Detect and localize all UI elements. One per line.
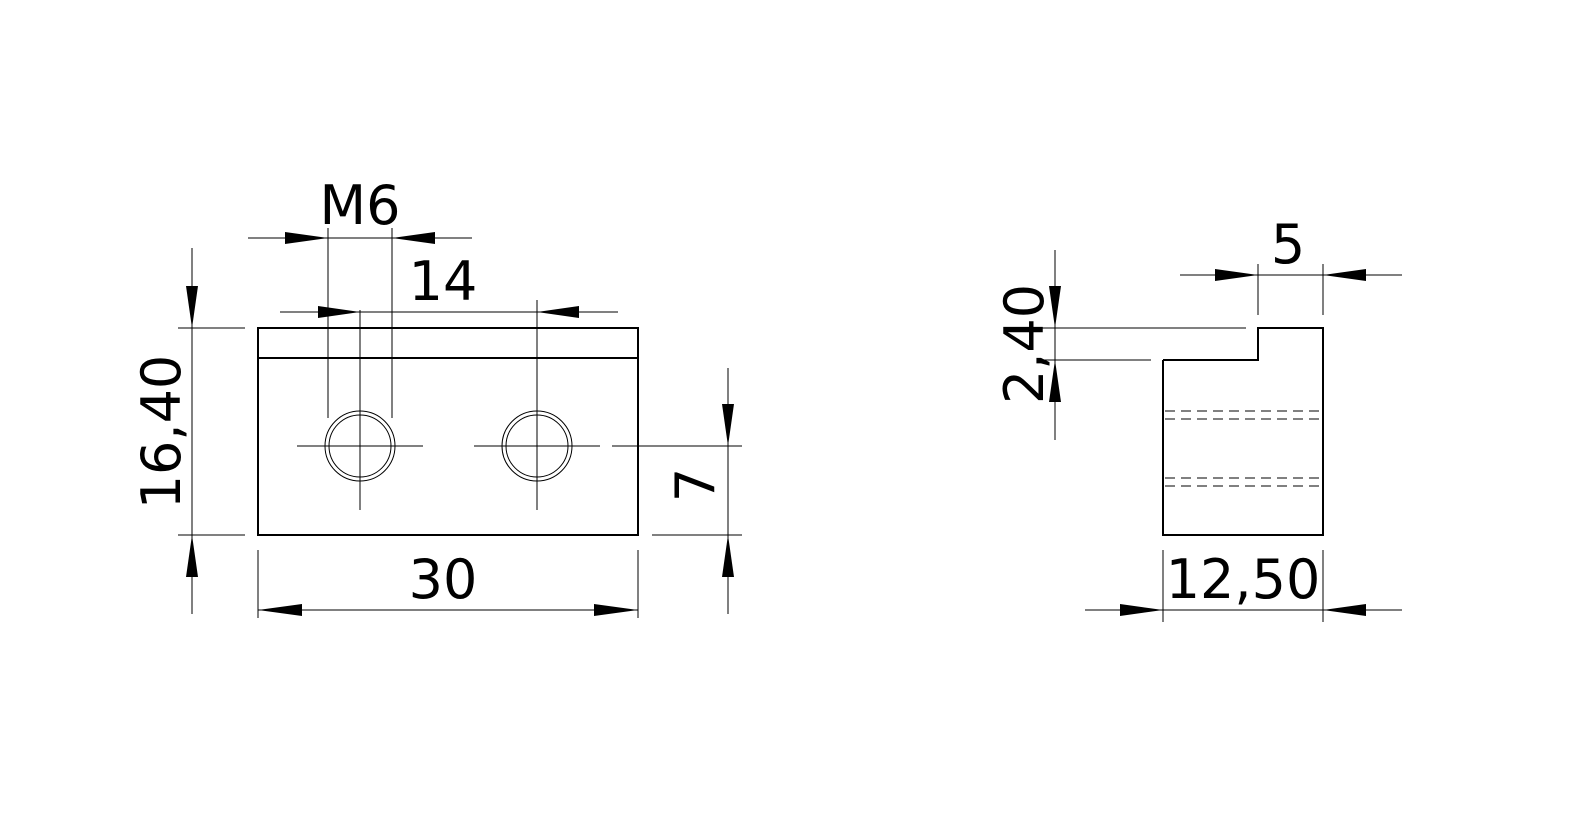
side-view-outline <box>1162 327 1324 536</box>
dim-width-label: 30 <box>409 548 478 611</box>
dim-hole-height-label: 7 <box>664 468 727 502</box>
dim-thread-label: M6 <box>320 174 401 237</box>
dim-step-height-label: 2,40 <box>993 284 1056 404</box>
dim-hole-height: 7 <box>612 368 742 614</box>
hole-right <box>474 300 600 510</box>
dim-hole-spacing: 14 <box>280 250 618 318</box>
dim-height: 16,40 <box>130 248 245 614</box>
dim-depth: 12,50 <box>1085 548 1402 622</box>
front-view-outline <box>257 327 639 536</box>
hole-left <box>297 310 423 510</box>
side-view: 5 2,40 12,50 <box>993 213 1402 622</box>
dim-step-width: 5 <box>1180 213 1402 315</box>
dim-width: 30 <box>257 548 639 618</box>
dim-thread: M6 <box>248 174 472 418</box>
dim-depth-label: 12,50 <box>1166 548 1321 611</box>
dim-step-height: 2,40 <box>993 250 1246 440</box>
dim-step-width-label: 5 <box>1271 213 1305 276</box>
front-view: M6 14 16,40 7 <box>130 174 742 618</box>
dim-height-label: 16,40 <box>130 355 193 510</box>
dim-hole-spacing-label: 14 <box>409 250 478 313</box>
